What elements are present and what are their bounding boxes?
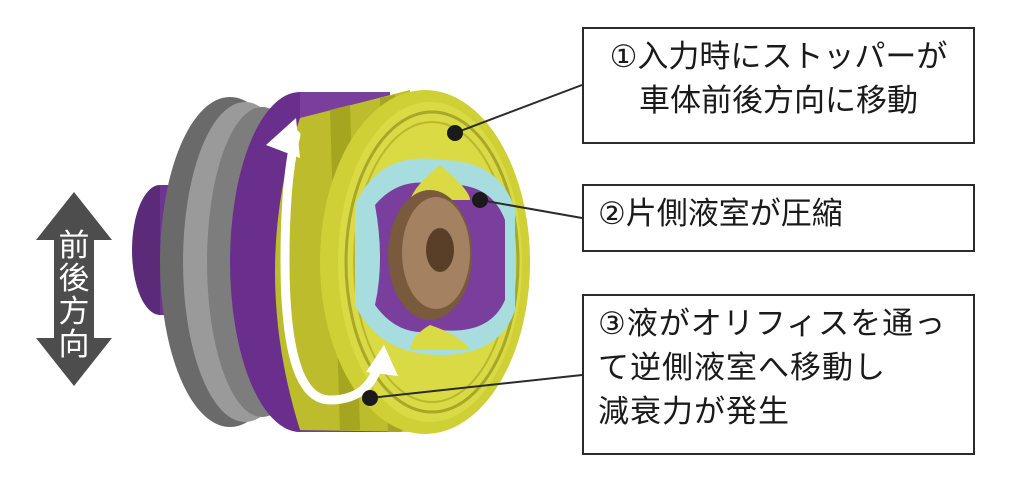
flow-arrow-icon <box>266 118 398 405</box>
callout-stopper-movement: ①入力時にストッパーが 車体前後方向に移動 <box>582 27 975 144</box>
direction-label: 前 後 方 向 <box>48 230 100 362</box>
callout-line: ②片側液室が圧縮 <box>598 196 843 232</box>
direction-label-char: 方 <box>58 294 90 330</box>
leader-line-2 <box>472 192 583 219</box>
callout-chamber-compression: ②片側液室が圧縮 <box>582 184 975 252</box>
leader-line-1 <box>447 84 583 141</box>
callout-line: ①入力時にストッパーが <box>609 39 948 75</box>
callout-damping-force: ③液がオリフィスを通っ て逆側液室へ移動し 減衰力が発生 <box>582 294 975 455</box>
callout-line: 減衰力が発生 <box>598 394 790 430</box>
direction-label-char: 前 <box>58 228 90 264</box>
bronze-bushing <box>388 190 472 320</box>
leader-line-3 <box>362 374 583 406</box>
callout-line: ③液がオリフィスを通っ <box>598 306 947 342</box>
callout-line: て逆側液室へ移動し <box>598 350 886 386</box>
direction-label-char: 向 <box>58 327 90 363</box>
callout-line: 車体前後方向に移動 <box>639 83 918 119</box>
direction-label-char: 後 <box>58 261 90 297</box>
direction-double-arrow-icon <box>36 192 112 386</box>
